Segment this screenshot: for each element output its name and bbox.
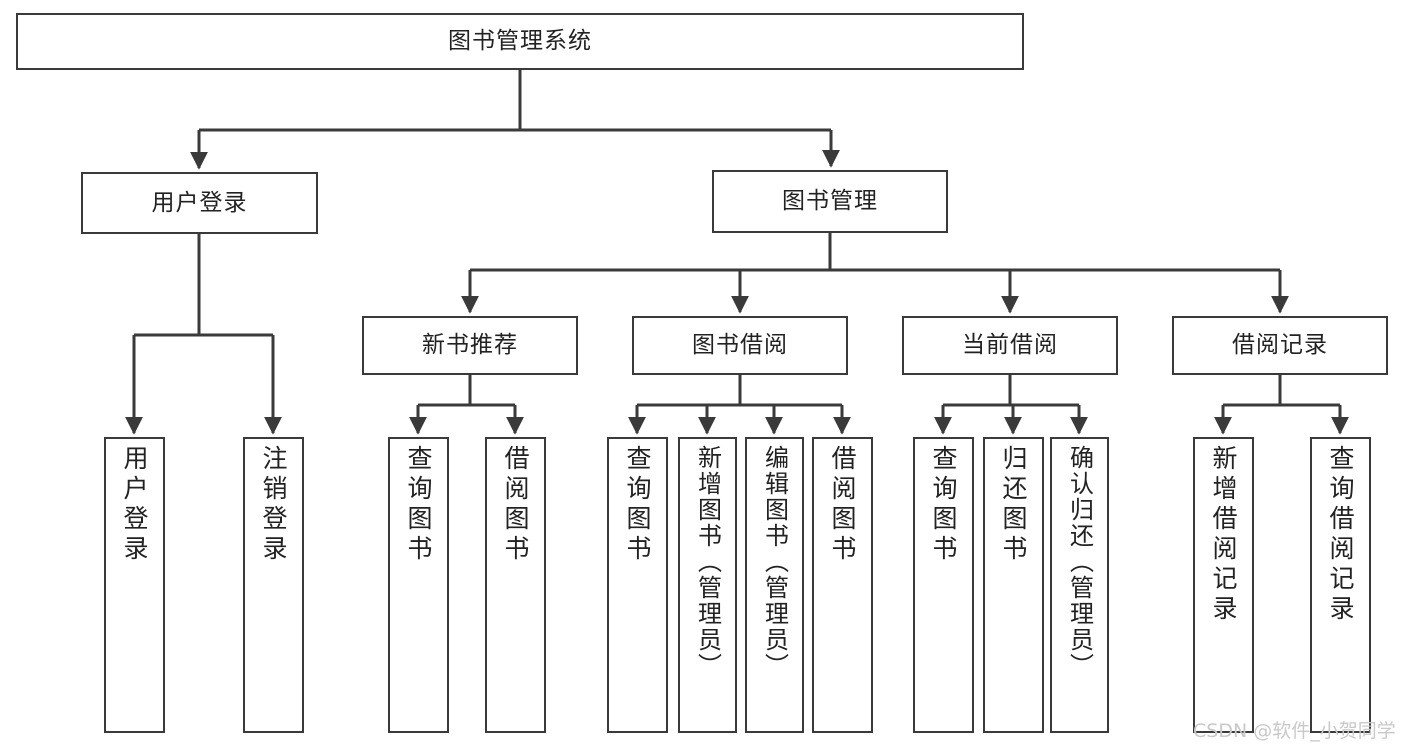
node-label-current-borrow: 当前借阅: [962, 332, 1058, 359]
node-root[interactable]: 图书管理系统: [16, 13, 1024, 70]
node-label-leaf-query-book-cb: 查询图书: [929, 445, 958, 565]
node-leaf-add-book[interactable]: 新增图书（管理员）: [678, 437, 737, 733]
node-leaf-borrow-book-bb[interactable]: 借阅图书: [812, 437, 873, 733]
node-leaf-add-record[interactable]: 新增借阅记录: [1193, 437, 1254, 733]
node-label-leaf-query-book-rec: 查询图书: [404, 445, 433, 565]
node-new-book-rec[interactable]: 新书推荐: [362, 316, 578, 375]
node-label-book-borrow: 图书借阅: [692, 332, 788, 359]
node-book-borrow[interactable]: 图书借阅: [632, 316, 848, 375]
node-label-leaf-logout: 注销登录: [259, 445, 288, 565]
node-label-leaf-query-record: 查询借阅记录: [1326, 445, 1355, 625]
node-leaf-query-book-rec[interactable]: 查询图书: [388, 437, 449, 733]
node-leaf-confirm-return[interactable]: 确认归还（管理员）: [1050, 437, 1109, 733]
node-label-leaf-confirm-return: 确认归还（管理员）: [1065, 445, 1094, 679]
node-label-book-manage: 图书管理: [782, 188, 878, 215]
node-label-leaf-borrow-book-bb: 借阅图书: [828, 445, 857, 565]
node-leaf-logout[interactable]: 注销登录: [243, 437, 304, 733]
node-label-leaf-add-book: 新增图书（管理员）: [693, 445, 722, 679]
node-book-manage[interactable]: 图书管理: [712, 170, 948, 233]
node-label-user-login: 用户登录: [151, 189, 248, 216]
node-leaf-user-login[interactable]: 用户登录: [104, 437, 165, 733]
node-leaf-edit-book[interactable]: 编辑图书（管理员）: [745, 437, 804, 733]
node-leaf-query-book-bb[interactable]: 查询图书: [607, 437, 668, 733]
node-leaf-query-book-cb[interactable]: 查询图书: [913, 437, 974, 733]
node-borrow-record[interactable]: 借阅记录: [1172, 316, 1388, 375]
node-label-borrow-record: 借阅记录: [1232, 332, 1328, 359]
node-leaf-query-record[interactable]: 查询借阅记录: [1310, 437, 1371, 733]
node-label-leaf-return-book: 归还图书: [999, 445, 1028, 565]
node-label-root: 图书管理系统: [448, 28, 592, 55]
node-leaf-borrow-book-rec[interactable]: 借阅图书: [485, 437, 546, 733]
node-user-login[interactable]: 用户登录: [81, 172, 318, 234]
node-label-new-book-rec: 新书推荐: [422, 332, 518, 359]
node-leaf-return-book[interactable]: 归还图书: [983, 437, 1044, 733]
csdn-watermark: CSDN @软件_小贺同学: [1193, 720, 1396, 742]
node-label-leaf-add-record: 新增借阅记录: [1209, 445, 1238, 625]
node-current-borrow[interactable]: 当前借阅: [902, 316, 1118, 375]
node-label-leaf-user-login: 用户登录: [120, 445, 149, 565]
node-label-leaf-edit-book: 编辑图书（管理员）: [760, 445, 789, 679]
node-label-leaf-query-book-bb: 查询图书: [623, 445, 652, 565]
node-label-leaf-borrow-book-rec: 借阅图书: [501, 445, 530, 565]
